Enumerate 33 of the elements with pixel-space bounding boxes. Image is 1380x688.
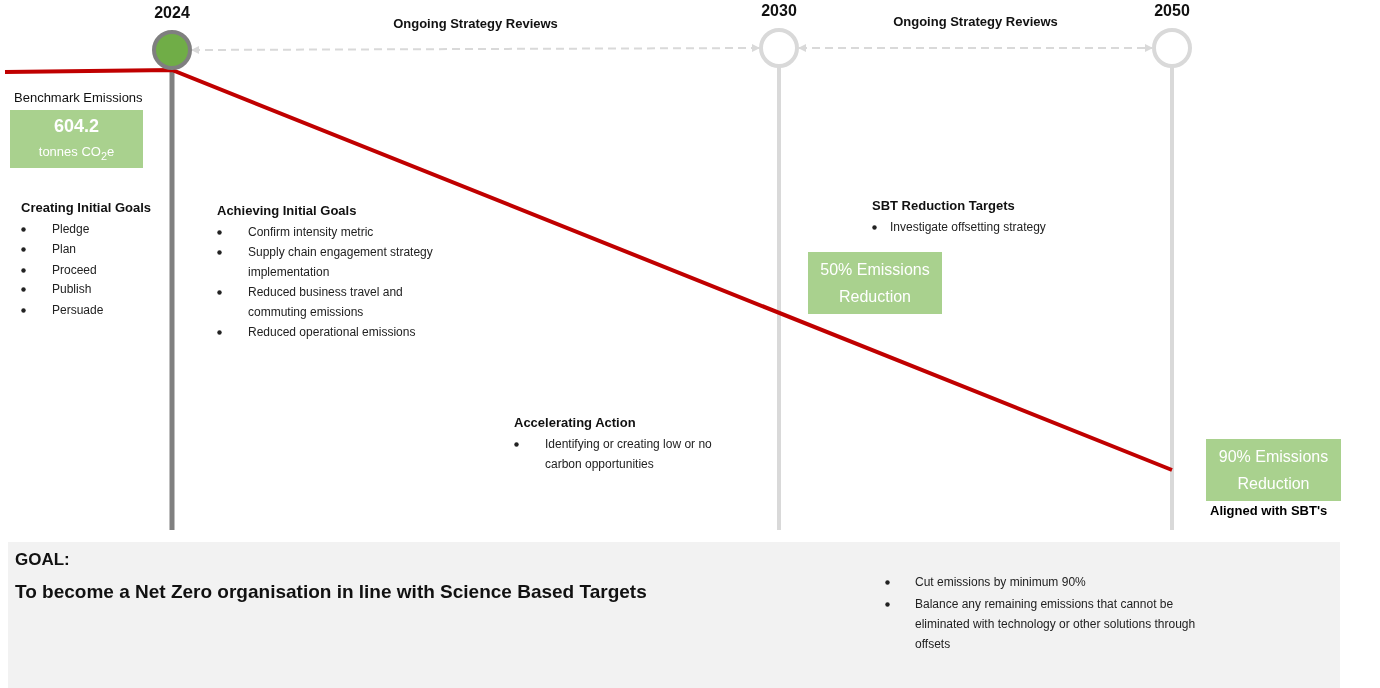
double-arrow xyxy=(798,44,1153,52)
target-box: 90% Emissions Reduction xyxy=(1206,439,1341,501)
list-item-text: Publish xyxy=(52,281,92,298)
emissions-value: 604.2 xyxy=(52,116,100,137)
year-label: 2050 xyxy=(1153,2,1191,20)
edge-label: Ongoing Strategy Reviews xyxy=(892,14,1059,29)
list-item-text: Investigate offsetting strategy xyxy=(890,219,1047,236)
list-item-text: Cut emissions by minimum 90% xyxy=(915,574,1087,591)
list-item-text: Proceed xyxy=(52,262,97,279)
goal-heading: GOAL: xyxy=(15,550,70,570)
list-item-text: Supply chain engagement strategy implementation xyxy=(248,244,433,281)
list-item-text: Identifying or creating low or no carbon opportunities xyxy=(545,436,713,473)
goal-statement: To become a Net Zero organisation in line with Science Based Targets xyxy=(15,581,647,603)
list-item-text: Reduced business travel and commuting emissions xyxy=(248,284,404,321)
goal-panel xyxy=(8,542,1340,688)
section-heading: Creating Initial Goals xyxy=(21,200,152,215)
list-item-text: Pledge xyxy=(52,221,90,238)
list-item-text: Balance any remaining emissions that cannot be eliminated with technology or other solutions through offsets xyxy=(915,596,1197,653)
target-box: 50% Emissions Reduction xyxy=(808,252,942,314)
double-arrow xyxy=(191,44,760,54)
year-label: 2024 xyxy=(153,4,191,22)
list-item-text: Confirm intensity metric xyxy=(248,224,375,241)
year-label: 2030 xyxy=(760,2,798,20)
list-item-text: Plan xyxy=(52,241,77,258)
edge-label: Ongoing Strategy Reviews xyxy=(392,16,559,31)
section-heading: Achieving Initial Goals xyxy=(217,203,357,218)
list-item-text: Reduced operational emissions xyxy=(248,324,417,341)
section-heading: SBT Reduction Targets xyxy=(872,198,1015,213)
section-heading: Accelerating Action xyxy=(514,415,636,430)
unit-text: tonnes CO$_{2}$e xyxy=(37,144,116,162)
box-heading: Benchmark Emissions xyxy=(14,90,143,105)
list-item-text: Persuade xyxy=(52,302,104,319)
target-note: Aligned with SBT's xyxy=(1210,503,1328,518)
